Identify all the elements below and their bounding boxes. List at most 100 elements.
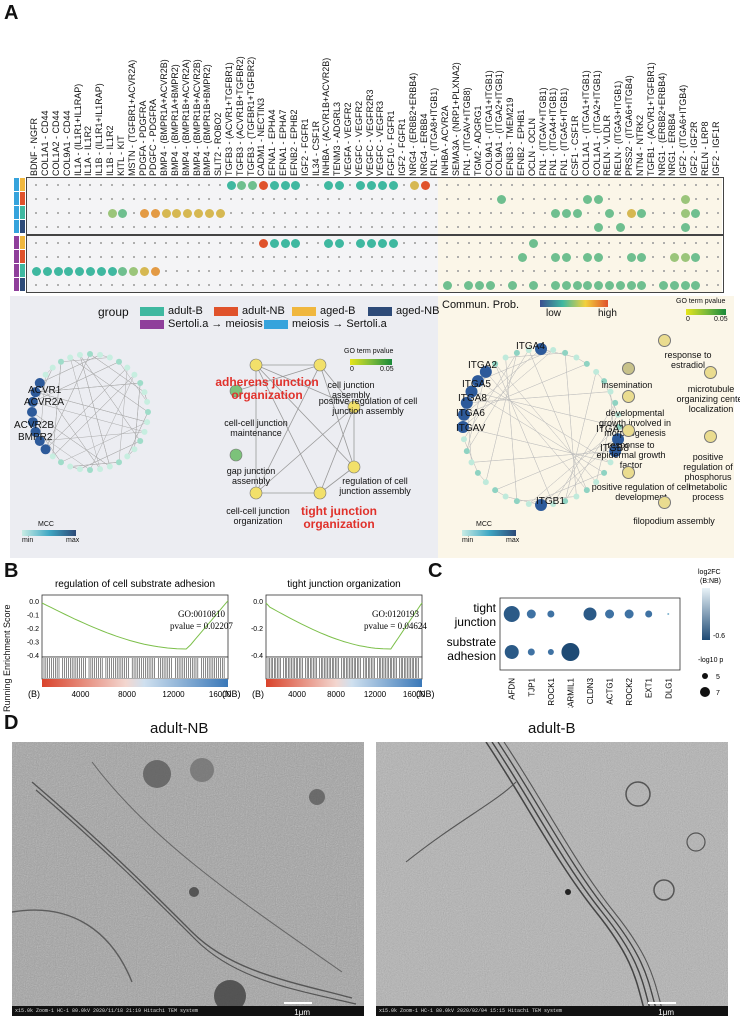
grid-dot (673, 242, 676, 244)
grid-dot (511, 226, 514, 228)
panel-c-fc-subtitle: (B:NB) (700, 578, 721, 585)
left-network-node (116, 459, 122, 466)
go-label-cell-cell-maintenance: cell-cell junction maintenance (224, 418, 288, 438)
panel-letter-c: C (428, 560, 443, 582)
grid-dot (565, 198, 568, 200)
grid-dot (716, 226, 719, 228)
pair-label: BMP4 - (BMPR1A+BMPR2) (169, 64, 180, 176)
grid-dot (511, 242, 514, 244)
pair-label: RELN - VLDLR (602, 114, 613, 176)
grid-dot (219, 198, 222, 200)
panel-c-dot (667, 613, 670, 615)
go-pvalue-gradient-left (350, 359, 392, 365)
grid-dot (251, 270, 254, 272)
grid-dot (457, 184, 460, 186)
right-network-node (525, 501, 532, 508)
pair-label: EFNA1 - EPHA4 (267, 109, 278, 176)
dot-mark (118, 208, 128, 218)
grid-dot (619, 270, 622, 272)
right-node-label: ITGA2 (468, 360, 497, 371)
grid-dot (565, 226, 568, 228)
grid-dot (694, 270, 697, 272)
grid-dot (316, 256, 319, 258)
grid-dot (208, 242, 211, 244)
grid-dot (565, 270, 568, 272)
grid-dot (716, 256, 719, 258)
grid-dot (100, 212, 103, 214)
right-network-node (457, 421, 469, 433)
grid-dot (240, 270, 243, 272)
dot-mark (150, 208, 160, 218)
grid-dot (219, 226, 222, 228)
panel-c-gene-label: DLG1 (664, 677, 673, 698)
grid-dot (132, 242, 135, 244)
grid-dot (89, 226, 92, 228)
grid-dot (111, 242, 114, 244)
grid-dot (446, 270, 449, 272)
left-network-node (42, 371, 49, 378)
gsea-go-id: GO:0120193 (372, 609, 419, 619)
grid-dot (500, 284, 503, 286)
dot-mark (421, 180, 431, 190)
grid-dot (251, 242, 254, 244)
row-bar-group (20, 178, 25, 191)
grid-dot (89, 212, 92, 214)
left-network-node (27, 407, 37, 417)
grid-dot (457, 256, 460, 258)
left-ppi-network (27, 351, 151, 473)
gsea-left-label: (B) (28, 689, 40, 699)
grid-dot (240, 226, 243, 228)
grid-dot (608, 184, 611, 186)
pair-label: SLIT2 - ROBO2 (213, 112, 224, 176)
grid-dot (175, 242, 178, 244)
grid-dot (305, 226, 308, 228)
grid-dot (240, 256, 243, 258)
grid-dot (57, 212, 60, 214)
dot-mark (367, 238, 377, 248)
grid-dot (651, 242, 654, 244)
pair-label: FN1 - (ITGA8+ITGB1) (429, 87, 440, 176)
pair-label: PRSS2 - (ITGA6+ITGB4) (624, 75, 635, 176)
grid-dot (348, 256, 351, 258)
grid-dot (435, 242, 438, 244)
left-network-node (124, 453, 131, 460)
go-node (229, 448, 243, 462)
dot-mark (572, 280, 582, 290)
dot-mark (291, 180, 301, 190)
grid-dot (89, 256, 92, 258)
grid-dot (78, 212, 81, 214)
dot-mark (442, 280, 452, 290)
dot-mark (334, 180, 344, 190)
go-node (249, 358, 263, 372)
grid-dot (521, 184, 524, 186)
right-network-node (615, 411, 622, 418)
pair-label: BMP4 - (BMPR1A+ACVR2B) (159, 59, 170, 176)
right-network-node (460, 436, 467, 443)
commun-prob-title: Commun. Prob. (442, 299, 520, 311)
left-network-node (49, 453, 56, 460)
grid-dot (100, 184, 103, 186)
dot-mark (507, 280, 517, 290)
go-term-label: positive regulation of phosphorus metabo… (683, 452, 733, 502)
gsea-xtick: 12000 (162, 690, 185, 699)
row-bar-source (14, 192, 19, 205)
dot-mark (561, 280, 571, 290)
go-node (347, 460, 361, 474)
pair-label: FN1 - (ITGA5+ITGB1) (559, 87, 570, 176)
left-network-node (34, 436, 45, 446)
grid-dot (100, 256, 103, 258)
grid-dot (651, 184, 654, 186)
grid-dot (143, 184, 146, 186)
panel-c-dot (503, 606, 520, 622)
grid-dot (597, 184, 600, 186)
grid-dot (694, 198, 697, 200)
grid-dot (532, 198, 535, 200)
grid-dot (716, 184, 719, 186)
dot-mark (583, 280, 593, 290)
grid-dot (532, 270, 535, 272)
go-term-node (704, 430, 717, 443)
grid-dot (716, 284, 719, 286)
pair-label: COL1A1 - (ITGA1+ITGB1) (580, 70, 591, 176)
grid-dot (262, 198, 265, 200)
right-network-node (550, 346, 557, 353)
